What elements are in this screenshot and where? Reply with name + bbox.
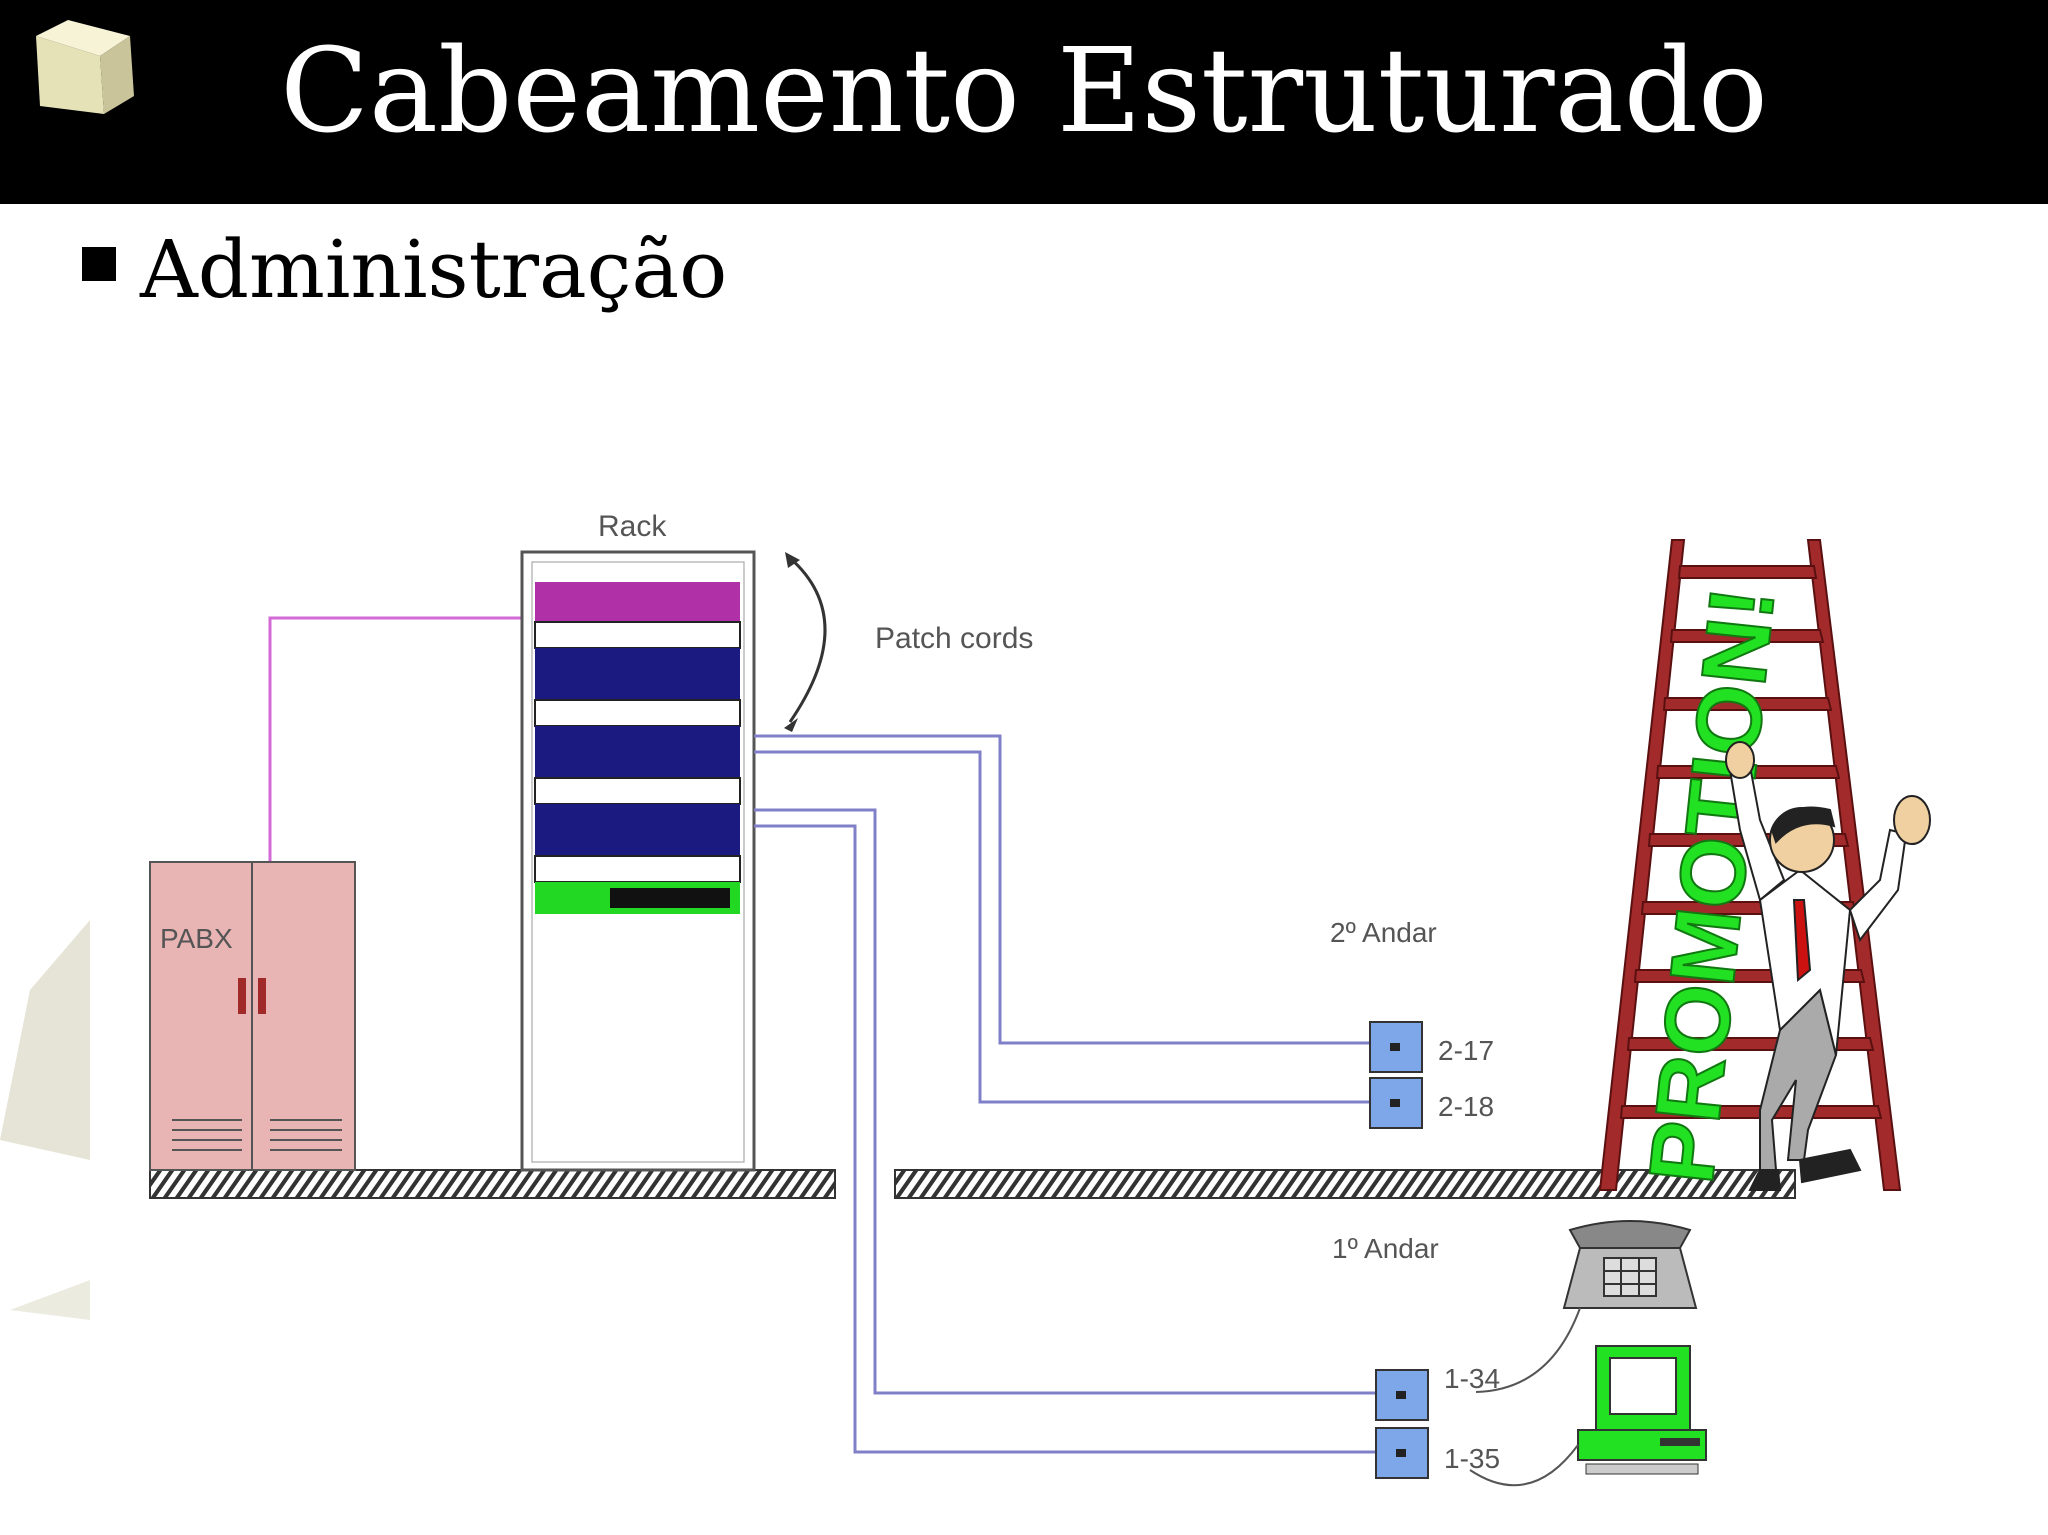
- floor2-label: 2º Andar: [1330, 917, 1437, 948]
- outlet-2-17: [1369, 1021, 1423, 1073]
- computer-cord: [1469, 1444, 1579, 1487]
- pabx-rack-cable: [268, 616, 522, 862]
- pabx-label: PABX: [160, 923, 233, 954]
- rack-label: Rack: [598, 510, 667, 543]
- floor1-label: 1º Andar: [1332, 1233, 1439, 1264]
- telephone-icon: [1562, 1220, 1698, 1309]
- horizontal-cables: [754, 734, 1376, 1454]
- rack-cabinet: [520, 550, 756, 1172]
- decorative-cube-shadow: [0, 920, 90, 1320]
- outlet-label-2-17: 2-17: [1438, 1035, 1494, 1066]
- cabling-diagram: PABX Rack Patch cords 2º Andar 1º Andar …: [149, 510, 1931, 1487]
- outlet-label-1-35: 1-35: [1444, 1443, 1500, 1474]
- pabx-cabinet: [149, 861, 356, 1171]
- cube-icon: [36, 20, 134, 114]
- bullet-text: Administração: [140, 223, 728, 316]
- title-bar: Cabeamento Estruturado: [0, 0, 2048, 204]
- patch-cords-arrow: [788, 556, 827, 723]
- outlet-1-35: [1375, 1427, 1429, 1479]
- outlet-1-34: [1375, 1369, 1429, 1421]
- floor-slab-left: [149, 1169, 836, 1199]
- slide-title: Cabeamento Estruturado: [280, 24, 1768, 159]
- patch-cords-label: Patch cords: [875, 622, 1033, 655]
- outlet-label-1-34: 1-34: [1444, 1363, 1500, 1394]
- bullet-square-icon: [82, 247, 116, 281]
- floor-slab-right: [894, 1169, 1796, 1199]
- outlet-label-2-18: 2-18: [1438, 1091, 1494, 1122]
- outlet-2-18: [1369, 1077, 1423, 1129]
- climbing-man-figure: [1725, 741, 1931, 1191]
- telephone-cord: [1475, 1307, 1581, 1393]
- computer-icon: [1577, 1345, 1707, 1475]
